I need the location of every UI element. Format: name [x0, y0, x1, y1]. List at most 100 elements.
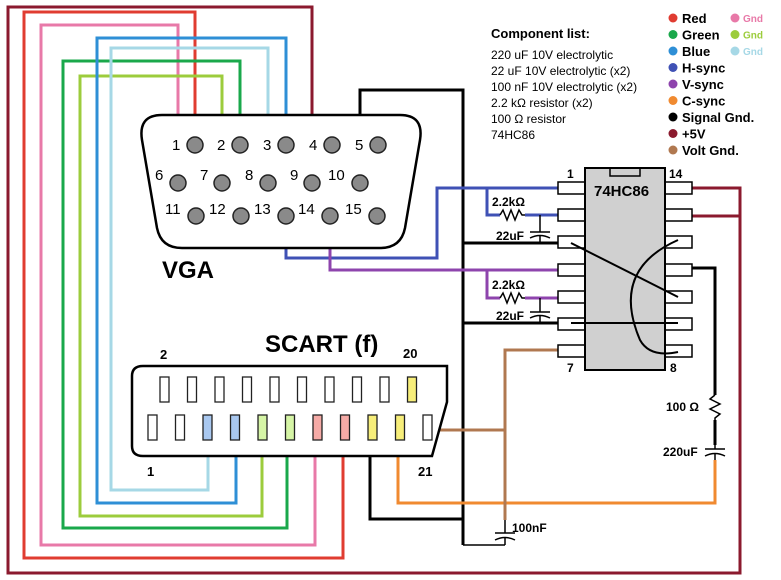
scart-pin [351, 376, 363, 403]
legend-label: V-sync [682, 77, 724, 92]
wire-vsync-rc [485, 270, 500, 300]
vga-pin-9 [303, 174, 321, 192]
scart-bottom-row [147, 414, 433, 441]
legend-dot [668, 46, 678, 56]
component-list-item: 22 uF 10V electrolytic (x2) [491, 64, 630, 78]
chip-body [584, 167, 666, 371]
vga-pin-3 [277, 136, 295, 154]
chip-pin [664, 263, 693, 277]
chip-label: 74HC86 [594, 183, 649, 200]
scart-pin [147, 414, 158, 441]
chip-pin [557, 208, 586, 222]
legend-label: C-sync [682, 94, 725, 109]
vga-pin-label: 12 [209, 201, 226, 218]
scart-pin-20-label: 20 [403, 346, 417, 361]
component-list: Component list: 220 uF 10V electrolytic … [491, 26, 637, 142]
vga-pins [169, 136, 387, 225]
vga-pin-label: 5 [355, 137, 363, 154]
legend-dot [668, 112, 678, 122]
scart-pin [214, 376, 225, 403]
legend-dot [668, 13, 678, 23]
r2-label: 2.2kΩ [492, 278, 525, 292]
chip-pin-7-label: 7 [567, 361, 574, 375]
vga-pin-label: 15 [345, 201, 362, 218]
scart-pin [339, 414, 351, 441]
scart-pin-1-label: 1 [147, 464, 154, 479]
wire-plus5v [6, 5, 742, 575]
scart-pin [269, 376, 280, 403]
legend-label: Blue [682, 44, 710, 59]
vga-pin-15 [368, 207, 386, 225]
scart-connector: SCART (f) 2 20 1 21 [130, 331, 449, 479]
chip-pins [557, 181, 693, 358]
component-list-item: 100 nF 10V electrolytic (x2) [491, 80, 637, 94]
chip-pin [557, 235, 586, 249]
chip-pin-14-label: 14 [669, 167, 683, 181]
wire-volt-gnd [428, 348, 560, 432]
scart-pin [379, 376, 390, 403]
scart-pin [159, 376, 170, 403]
vga-shell [140, 113, 422, 250]
chip-notch [609, 168, 641, 177]
chip-pin-8-label: 8 [670, 361, 677, 375]
vga-connector: 1 2 3 4 5 6 7 8 9 10 11 12 13 14 15 VGA [140, 113, 422, 284]
chip-pin [557, 181, 586, 195]
legend-label: Green [682, 28, 720, 43]
wire-csync [396, 425, 717, 505]
legend-gnd-label: Gnd [743, 47, 763, 58]
chip-pin [664, 344, 693, 358]
c4-label: 100nF [512, 521, 547, 535]
legend-dot [668, 145, 678, 155]
vga-pin-label: 7 [200, 167, 208, 184]
wire-blue [95, 36, 288, 505]
scart-pin [186, 376, 198, 403]
legend-gnd-dot [730, 30, 740, 39]
vga-pin-label: 8 [245, 167, 253, 184]
legend-label: Signal Gnd. [682, 110, 754, 125]
vga-pin-2 [231, 136, 249, 154]
legend-label: H-sync [682, 61, 725, 76]
scart-pin [296, 376, 308, 403]
vga-pin-labels: 1 2 3 4 5 6 7 8 9 10 11 12 13 14 15 [155, 137, 363, 218]
vga-pin-1 [186, 136, 204, 154]
chip-pin [557, 344, 586, 358]
scart-label: SCART (f) [265, 331, 378, 358]
scart-pin [257, 414, 268, 441]
component-list-item: 100 Ω resistor [491, 112, 566, 126]
vga-pin-label: 10 [328, 167, 345, 184]
vga-pin-10 [351, 174, 369, 192]
component-list-items: 220 uF 10V electrolytic 22 uF 10V electr… [491, 48, 637, 142]
scart-pin-2-label: 2 [160, 347, 167, 362]
wire-green [61, 59, 289, 530]
component-labels: 2.2kΩ 22uF 2.2kΩ 22uF 100 Ω 220uF 100nF [492, 195, 699, 535]
r3-label: 100 Ω [666, 400, 699, 414]
legend-label: Volt Gnd. [682, 143, 739, 158]
capacitor-c2 [529, 298, 551, 323]
scart-pin [394, 414, 406, 441]
vga-pin-label: 13 [254, 201, 271, 218]
legend-gnd-label: Gnd [743, 31, 763, 42]
legend-dot [668, 129, 678, 138]
capacitor-c1 [529, 215, 551, 243]
chip-pin [664, 181, 693, 195]
scart-pin [312, 414, 323, 441]
legend-dot [668, 79, 678, 89]
chip-internal-wiring [570, 239, 679, 355]
component-list-title: Component list: [491, 26, 590, 41]
capacitor-c3 [704, 445, 726, 460]
scart-top-row [159, 376, 418, 403]
vga-label: VGA [162, 257, 214, 284]
vga-pin-14 [321, 207, 339, 225]
wire-lightblue-gnd [109, 46, 270, 492]
chip-pin-1-label: 1 [567, 167, 574, 181]
vga-pin-12 [232, 207, 250, 225]
c2-label: 22uF [496, 309, 524, 323]
vga-pin-label: 14 [298, 201, 315, 218]
vga-pin-7 [213, 174, 231, 192]
component-list-item: 220 uF 10V electrolytic [491, 48, 613, 62]
vga-pin-label: 6 [155, 167, 163, 184]
r1-label: 2.2kΩ [492, 195, 525, 209]
vga-pin-4 [323, 136, 341, 154]
resistor-r2 [499, 290, 525, 306]
component-list-item: 74HC86 [491, 128, 535, 142]
